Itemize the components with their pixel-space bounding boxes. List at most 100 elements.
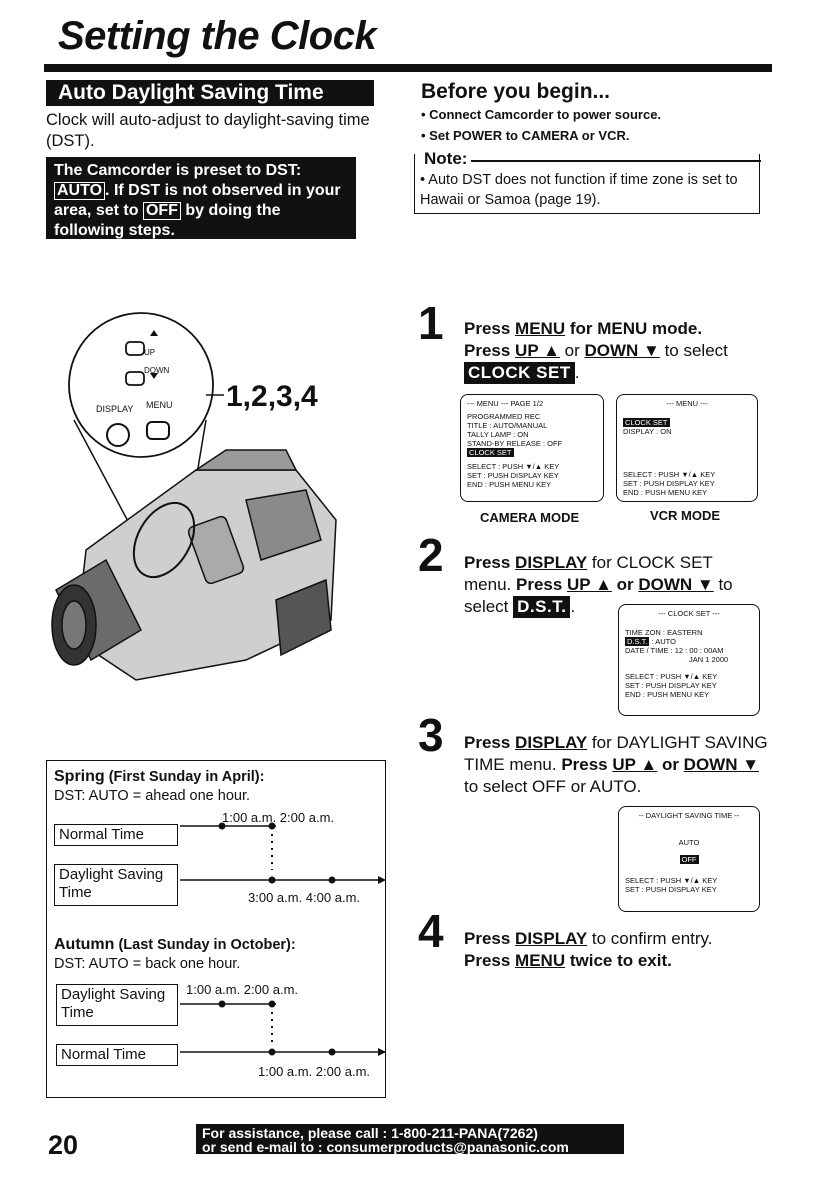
display-label: DISPLAY (96, 404, 134, 414)
autumn-title: Autumn (54, 936, 115, 953)
spring-subtitle: (First Sunday in April): (104, 769, 265, 785)
step-text-part: for CLOCK SET menu. (464, 553, 713, 594)
up-label: UP (144, 348, 156, 357)
step-text-part: Press (561, 755, 613, 774)
step-text-part: Press (515, 575, 568, 594)
vcr-menu-screen: --- MENU --- CLOCK SET DISPLAY : ON SELE… (616, 394, 758, 502)
screen-row: TALLY LAMP : ON (467, 430, 529, 439)
bullet-item: • Connect Camcorder to power source. (421, 107, 662, 122)
spring-rule: DST: AUTO = ahead one hour. (54, 788, 251, 804)
step-text-part: or (559, 341, 585, 360)
step-text-part: or (657, 755, 684, 774)
notice-mid: . If DST is not observed in your area, s… (54, 182, 341, 219)
clock-set-chip: CLOCK SET (464, 362, 575, 384)
camera-menu-screen: --- MENU --- PAGE 1/2 PROGRAMMED REC TIT… (460, 394, 604, 502)
spring-title: Spring (54, 768, 105, 785)
camcorder-illustration (51, 312, 337, 681)
step-text-part: for DAYLIGHT SAVING TIME menu. (464, 733, 768, 774)
autumn-timeline (180, 1000, 386, 1056)
step-text-part: or (611, 575, 639, 594)
step-text-part: Press (464, 951, 516, 970)
screen-highlight: CLOCK SET (623, 418, 670, 427)
auto-chip: AUTO (54, 182, 106, 200)
screen-footer: SET : PUSH DISPLAY KEY (467, 471, 559, 480)
step-number-2: 2 (418, 529, 444, 581)
step-text-part: twice to exit. (565, 951, 672, 970)
up-key: UP ▲ (515, 341, 560, 360)
step-text-part: for MENU mode. (565, 319, 703, 338)
step-text-part: to select (659, 341, 728, 360)
clock-set-screen: --- CLOCK SET --- TIME ZON : EASTERN D.S… (618, 604, 760, 716)
before-bullets: • Connect Camcorder to power source. • S… (421, 104, 661, 146)
autumn-dst-time-box: Daylight Saving Time (56, 984, 178, 1026)
notice-suffix: by doing the following steps. (54, 202, 281, 239)
screen-footer: SET : PUSH DISPLAY KEY (625, 681, 717, 690)
step-2-text: Press DISPLAY for CLOCK SET menu. Press … (464, 552, 760, 618)
off-chip: OFF (142, 202, 181, 220)
step-1-text: Press MENU for MENU mode. Press UP ▲ or … (464, 318, 764, 384)
autumn-rule: DST: AUTO = back one hour. (54, 956, 241, 972)
spring-timeline (180, 822, 386, 884)
dst-label-1: Daylight Saving (61, 986, 166, 1003)
screen-row: : AUTO (649, 637, 676, 646)
vcr-mode-label: VCR MODE (650, 508, 721, 523)
step-text-part: . (570, 597, 576, 616)
screen-row: TIME ZON : EASTERN (625, 628, 703, 637)
assistance-line-2: or send e-mail to : consumerproducts@pan… (202, 1139, 569, 1155)
step-number-3: 3 (418, 709, 444, 761)
screen-footer: SELECT : PUSH ▼/▲ KEY (467, 462, 560, 471)
step-text-part: to select OFF or AUTO. (464, 777, 642, 796)
dst-label-1: Daylight Saving (59, 866, 164, 883)
screen-footer: END : PUSH MENU KEY (623, 488, 708, 497)
preset-notice: The Camcorder is preset to DST: AUTO. If… (46, 157, 356, 239)
screen-footer: SELECT : PUSH ▼/▲ KEY (625, 876, 718, 885)
note-box (414, 154, 760, 214)
spring-heading: Spring (First Sunday in April): (54, 768, 264, 786)
dst-label-2: Time (59, 884, 92, 901)
screen-footer: END : PUSH MENU KEY (625, 690, 710, 699)
screen-footer: SELECT : PUSH ▼/▲ KEY (623, 470, 716, 479)
notice-prefix: The Camcorder is preset to DST: (54, 162, 302, 179)
step-number-1: 1 (418, 297, 444, 349)
step-callout: 1,2,3,4 (226, 380, 318, 413)
screen-header: --- MENU --- PAGE 1/2 (467, 399, 544, 408)
down-key: DOWN ▼ (638, 575, 714, 594)
note-top-rule (470, 160, 761, 162)
display-key: DISPLAY (515, 733, 588, 752)
step-text-part: Press (464, 341, 516, 360)
step-text-part: Press (464, 929, 516, 948)
menu-label: MENU (146, 400, 173, 410)
spring-top-times: 1:00 a.m. 2:00 a.m. (222, 810, 335, 825)
page-title: Setting the Clock (58, 14, 377, 58)
spring-bottom-times: 3:00 a.m. 4:00 a.m. (248, 890, 361, 905)
normal-time-box: Normal Time (54, 824, 178, 846)
step-text-part: . (574, 363, 580, 382)
intro-text: Clock will auto-adjust to daylight-savin… (46, 111, 370, 150)
screen-header: --- MENU --- (666, 399, 708, 408)
down-key: DOWN ▼ (584, 341, 660, 360)
screen-row: DISPLAY : ON (623, 427, 672, 436)
screen-header: --- CLOCK SET --- (658, 609, 720, 618)
title-rule (44, 64, 772, 72)
screen-highlight: D.S.T. (625, 637, 650, 646)
step-text-part: Press (464, 319, 516, 338)
step-text-part: Press (464, 733, 516, 752)
dst-time-box: Daylight Saving Time (54, 864, 178, 906)
autumn-bottom-times: 1:00 a.m. 2:00 a.m. (258, 1064, 371, 1079)
dst-chip: D.S.T. (513, 596, 571, 618)
page-number: 20 (48, 1130, 79, 1160)
screen-footer: SET : PUSH DISPLAY KEY (625, 885, 717, 894)
before-heading: Before you begin... (421, 80, 611, 103)
up-key: UP ▲ (612, 755, 658, 774)
screen-highlight: CLOCK SET (467, 448, 514, 457)
screen-row: AUTO (678, 838, 700, 847)
assistance-line-1: For assistance, please call : 1-800-211-… (202, 1125, 538, 1141)
bullet-item: • Set POWER to CAMERA or VCR. (421, 128, 630, 143)
down-label: DOWN (144, 366, 170, 375)
note-text: • Auto DST does not function if time zon… (420, 172, 738, 208)
step-number-4: 4 (418, 905, 444, 957)
screen-footer: END : PUSH MENU KEY (467, 480, 552, 489)
section-heading: Auto Daylight Saving Time (46, 80, 374, 106)
up-key: UP ▲ (567, 575, 612, 594)
step-text-part: to confirm entry. (587, 929, 713, 948)
